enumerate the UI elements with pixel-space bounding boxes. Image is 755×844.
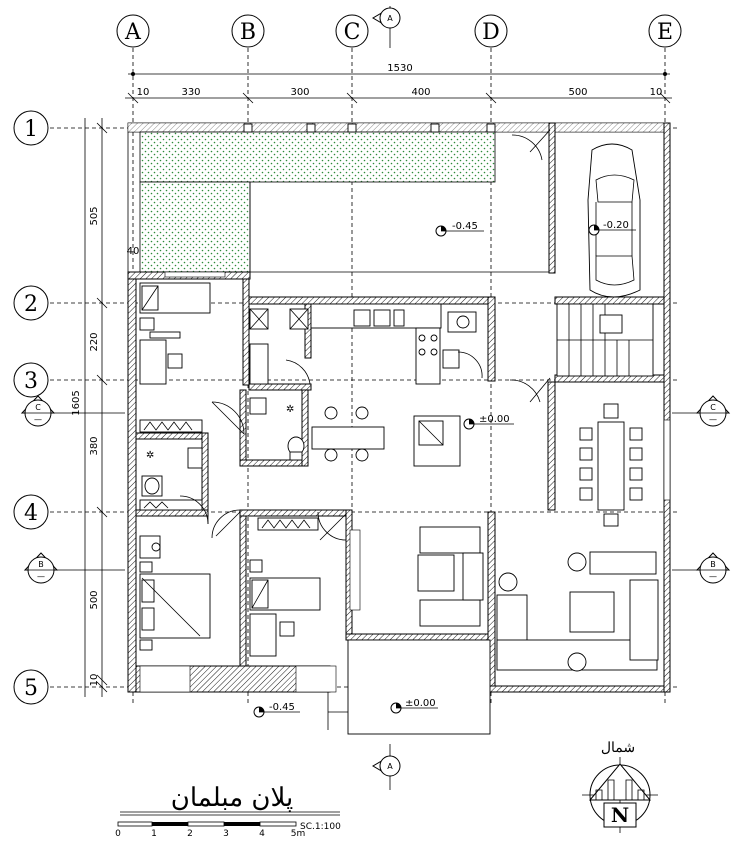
parking-car [587, 143, 641, 298]
dim-segment-5: 500 [568, 87, 587, 98]
vdim-segment-1: 505 [89, 206, 100, 225]
column-axis-d: D [474, 14, 508, 48]
svg-text:✲: ✲ [286, 404, 294, 415]
row-axis-5: 5 [13, 669, 49, 705]
row-axis-5-label: 5 [24, 676, 38, 701]
section-c-right-sub: — [709, 415, 717, 424]
svg-text:✲: ✲ [146, 450, 154, 461]
vdim-segment-3: 380 [89, 436, 100, 455]
vertical-dimensions: 1605 505 220 380 500 10 40 [71, 118, 139, 697]
section-marker-c-right: C — [672, 395, 731, 427]
section-marker-b-right: B — [672, 552, 731, 584]
scale-tick-1: 1 [151, 829, 157, 839]
row-axis-3-label: 3 [24, 369, 38, 394]
level-yard: -0.45 [452, 221, 478, 232]
section-a-top-label: A [387, 14, 393, 23]
level-entrance: ±0.00 [405, 698, 436, 709]
kitchen-furniture [310, 303, 477, 467]
section-marker-b-left: B — [23, 552, 125, 584]
scale-bar: 0 1 2 3 4 5m SC.1:100 [115, 821, 341, 839]
scale-tick-0: 0 [115, 829, 121, 839]
section-b-left-sub: — [37, 572, 45, 581]
middle-bathroom-fixtures: ✲ [249, 308, 309, 461]
window-openings [139, 271, 671, 693]
living-room-furniture [417, 526, 659, 672]
level-marker-interior: ±0.00 [463, 414, 514, 430]
dining-set [579, 403, 643, 527]
section-b-right-label: B [710, 560, 716, 569]
column-axis-b: B [231, 14, 265, 48]
column-axis-d-label: D [482, 20, 500, 45]
section-a-bottom-label: A [387, 762, 393, 771]
staircase [556, 303, 654, 377]
scale-tick-5: 5m [291, 829, 306, 839]
section-b-right-sub: — [709, 572, 717, 581]
vdim-segment-4: 500 [89, 590, 100, 609]
doors [179, 129, 551, 541]
north-arrow: شمال N [582, 740, 658, 833]
vdim-segment-2: 220 [89, 332, 100, 351]
row-axis-1: 1 [13, 110, 49, 146]
section-b-left-label: B [38, 560, 44, 569]
column-axis-c-label: C [344, 20, 361, 45]
section-marker-a-bottom: A [372, 744, 401, 790]
column-axis-a: A [116, 14, 150, 48]
dim-segment-2: 330 [181, 87, 200, 98]
dim-segment-6: 10 [650, 87, 663, 98]
column-axis-a-label: A [124, 20, 142, 45]
section-c-left-label: C [35, 403, 41, 412]
level-front: -0.45 [269, 702, 295, 713]
dim-40-note: 40 [127, 246, 140, 257]
bedroom-3-furniture [249, 517, 321, 657]
entrance-terrace [327, 639, 491, 735]
drawing-title-text: پلان مبلمان [171, 783, 294, 813]
left-bathroom-fixtures: ✲ [139, 447, 203, 511]
front-yard [127, 122, 666, 273]
row-axis-4: 4 [13, 494, 49, 530]
overall-width-dim: 1530 [387, 63, 412, 74]
section-c-left-sub: — [34, 415, 42, 424]
dim-segment-3: 300 [290, 87, 309, 98]
column-axis-e: E [648, 14, 682, 48]
drawing-title: پلان مبلمان [120, 783, 340, 816]
level-parking: -0.20 [603, 220, 629, 231]
dim-segment-4: 400 [411, 87, 430, 98]
north-label: شمال [601, 740, 635, 756]
level-marker-parking: -0.20 [588, 220, 636, 236]
row-axis-3: 3 [13, 362, 49, 398]
vdim-segment-5: 10 [89, 674, 100, 687]
row-axis-4-label: 4 [24, 501, 38, 526]
row-axis-2-label: 2 [24, 292, 38, 317]
scale-tick-4: 4 [259, 829, 265, 839]
scale-tick-3: 3 [223, 829, 229, 839]
scale-label: SC.1:100 [300, 822, 341, 832]
horizontal-dimensions: 1530 10 330 300 400 500 10 [125, 63, 672, 104]
overall-height-dim: 1605 [71, 390, 82, 415]
level-interior: ±0.00 [479, 414, 510, 425]
column-axis-e-label: E [657, 20, 673, 45]
section-marker-c-left: C — [20, 395, 125, 427]
column-axis-c: C [335, 14, 369, 48]
north-letter: N [611, 803, 629, 827]
column-axis-b-label: B [240, 20, 256, 45]
level-marker-entrance: ±0.00 [390, 698, 438, 714]
section-marker-a-top: A [372, 6, 401, 48]
level-marker-front: -0.45 [253, 702, 300, 718]
scale-tick-2: 2 [187, 829, 193, 839]
row-axis-2: 2 [13, 285, 49, 321]
dim-segment-1: 10 [137, 87, 150, 98]
row-axis-1-label: 1 [24, 117, 38, 142]
bedroom-2-furniture [139, 535, 211, 651]
level-marker-yard: -0.45 [435, 221, 484, 237]
bedroom-1-furniture [139, 282, 211, 433]
section-c-right-label: C [710, 403, 716, 412]
